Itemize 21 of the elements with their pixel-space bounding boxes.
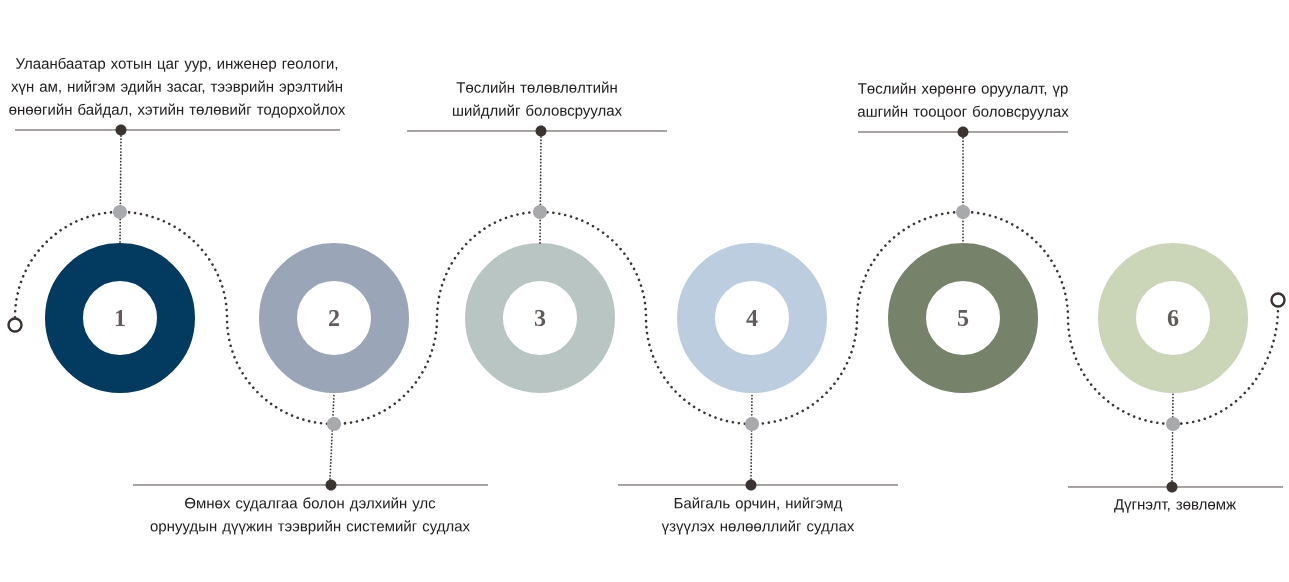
step-description: Дүгнэлт, зөвлөмж [1067, 481, 1284, 513]
step-description: Байгаль орчин, нийгэмд үзүүлэх нөлөөллийг судлах [617, 479, 899, 535]
numbered-ring: 6 [1098, 243, 1248, 393]
leader-line [539, 136, 542, 244]
leader-line [962, 137, 964, 244]
start-marker [7, 317, 23, 333]
numbered-ring: 5 [888, 243, 1038, 393]
leader-line [329, 392, 335, 480]
step-description: Өмнөх судалгаа болон дэлхийн улс орнуудын дүүжин тээврийн системийг судлах [132, 479, 489, 535]
step-description: Төслийн хөрөнгө оруулалт, үр ашгийн тооцоог боловсруулах [857, 82, 1069, 138]
numbered-ring: 4 [677, 243, 827, 393]
numbered-ring: 2 [259, 243, 409, 393]
leader-line [750, 392, 753, 480]
leader-line [1171, 392, 1174, 482]
leader-line [119, 135, 122, 244]
end-marker [1270, 292, 1286, 308]
step-description: Төслийн төлөвлөлтийн шийдлийг боловсруулах [406, 81, 668, 137]
numbered-ring: 1 [45, 243, 195, 393]
dotted-path [13, 210, 1280, 426]
step-description: Улаанбаатар хотын цаг уур, инженер геологи, хүн ам, нийгэм эдийн засаг, тээврийн эрэлтийн өнөөгийн байдал, хэтийн төлөвийг тодорхойлох [9, 57, 346, 136]
numbered-ring: 3 [465, 243, 615, 393]
